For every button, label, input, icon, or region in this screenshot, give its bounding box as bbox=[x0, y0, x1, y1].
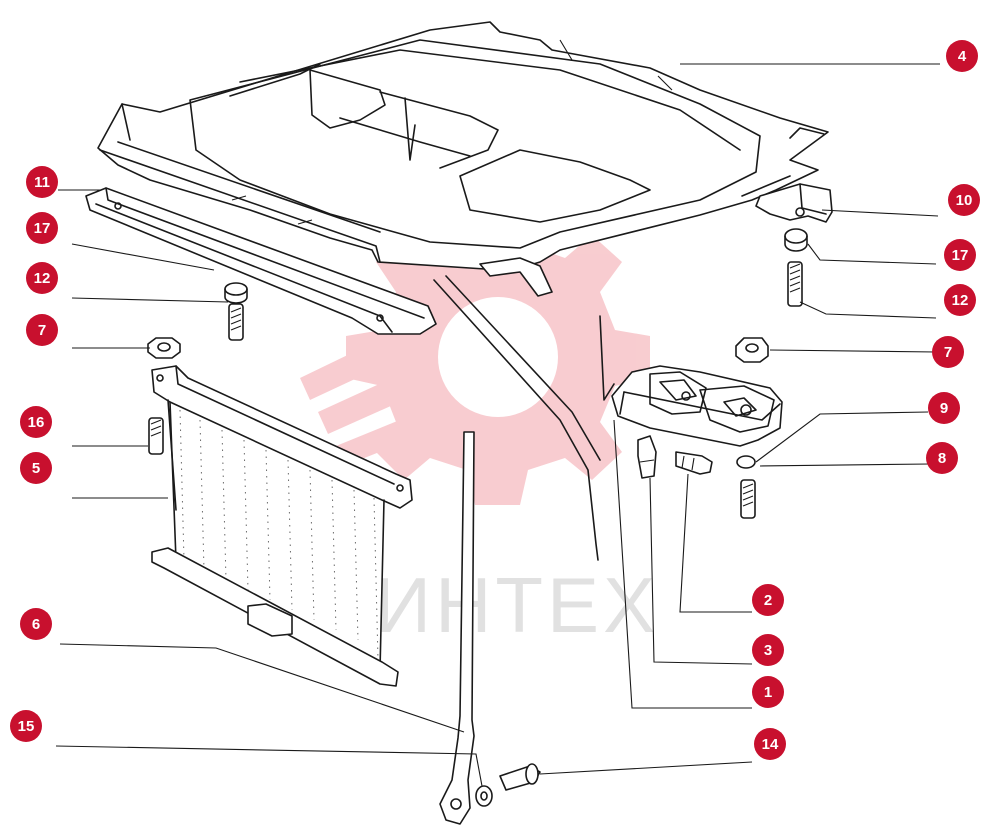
lamp-screw-part bbox=[740, 479, 756, 519]
callout-14: 14 bbox=[754, 728, 786, 760]
callout-label: 3 bbox=[764, 642, 772, 659]
callout-6: 6 bbox=[20, 608, 52, 640]
callout-label: 14 bbox=[762, 736, 779, 753]
sunshade-roller-part bbox=[151, 365, 413, 687]
left-rail-part bbox=[85, 187, 437, 335]
callout-15: 15 bbox=[10, 710, 42, 742]
left-screw-part bbox=[228, 303, 244, 341]
callout-7-left: 7 bbox=[26, 314, 58, 346]
callout-label: 15 bbox=[18, 718, 35, 735]
callout-label: 5 bbox=[32, 460, 40, 477]
callout-17-left: 17 bbox=[26, 212, 58, 244]
right-nut-part bbox=[735, 337, 769, 363]
watermark: ИНТЕХ bbox=[300, 210, 659, 649]
callout-label: 9 bbox=[940, 400, 948, 417]
left-washer-part bbox=[224, 282, 248, 304]
callout-label: 1 bbox=[764, 684, 772, 701]
thumb-screw-part bbox=[499, 763, 541, 791]
callout-label: 16 bbox=[28, 414, 45, 431]
right-washer-part bbox=[784, 228, 808, 252]
callout-8: 8 bbox=[926, 442, 958, 474]
callout-5: 5 bbox=[20, 452, 52, 484]
callouts: 4 11 10 17 17 12 12 7 bbox=[10, 40, 980, 760]
callout-7-right: 7 bbox=[932, 336, 964, 368]
callout-16: 16 bbox=[20, 406, 52, 438]
leader-lines bbox=[55, 63, 940, 787]
callout-label: 12 bbox=[952, 292, 969, 309]
callout-label: 2 bbox=[764, 592, 772, 609]
watermark-text: ИНТЕХ bbox=[375, 561, 659, 649]
callout-label: 7 bbox=[38, 322, 46, 339]
callout-9: 9 bbox=[928, 392, 960, 424]
callout-17-right: 17 bbox=[944, 239, 976, 271]
shade-screw-part bbox=[148, 417, 164, 455]
callout-2: 2 bbox=[752, 584, 784, 616]
bulb-2-part bbox=[675, 451, 713, 475]
rod-part bbox=[439, 431, 475, 825]
callout-label: 11 bbox=[34, 174, 50, 191]
roof-panel-part bbox=[97, 21, 829, 297]
callout-label: 12 bbox=[34, 270, 51, 287]
right-screw-part bbox=[787, 261, 803, 307]
callout-label: 6 bbox=[32, 616, 40, 633]
callout-1: 1 bbox=[752, 676, 784, 708]
callout-12-right: 12 bbox=[944, 284, 976, 316]
callout-label: 7 bbox=[944, 344, 952, 361]
bulb-3-part bbox=[637, 435, 657, 479]
right-bracket-part bbox=[755, 183, 833, 223]
callout-label: 8 bbox=[938, 450, 946, 467]
lamp-housing-part bbox=[611, 365, 783, 447]
callout-11: 11 bbox=[26, 166, 58, 198]
callout-4: 4 bbox=[946, 40, 978, 72]
cable-part bbox=[433, 275, 615, 561]
callout-label: 4 bbox=[958, 48, 967, 65]
callout-3: 3 bbox=[752, 634, 784, 666]
callout-label: 17 bbox=[34, 220, 51, 237]
callout-label: 10 bbox=[956, 192, 973, 209]
rod-washer-part bbox=[475, 785, 493, 807]
callout-10: 10 bbox=[948, 184, 980, 216]
lamp-washer-part bbox=[736, 455, 756, 469]
callout-label: 17 bbox=[952, 247, 969, 264]
callout-12-left: 12 bbox=[26, 262, 58, 294]
left-nut-part bbox=[147, 337, 181, 359]
gear-logo-icon bbox=[300, 210, 650, 505]
